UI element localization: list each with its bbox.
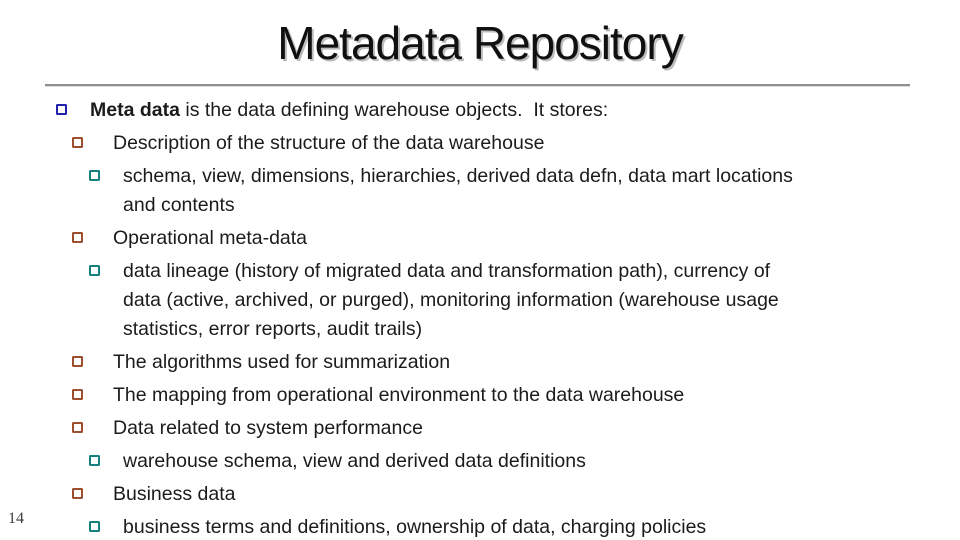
bullet-item: data lineage (history of migrated data a…: [0, 257, 960, 344]
bullet-text: Business data: [113, 483, 236, 505]
bullet-text-wrap: warehouse schema, view and derived data …: [123, 447, 586, 476]
bullet-text: Data related to system performance: [113, 417, 423, 439]
square-bullet-icon: [89, 521, 100, 532]
bullet-text-wrap: schema, view, dimensions, hierarchies, d…: [123, 162, 793, 220]
bullet-text-wrap: Operational meta-data: [113, 224, 307, 253]
bullet-text: business terms and definitions, ownershi…: [123, 516, 707, 538]
square-bullet-icon: [89, 170, 100, 181]
square-bullet-icon: [89, 455, 100, 466]
bullet-item: Business data: [0, 480, 960, 509]
square-bullet-icon: [72, 488, 83, 499]
bullet-text: data lineage (history of migrated data a…: [123, 260, 779, 340]
bullet-text: The algorithms used for summarization: [113, 351, 451, 373]
bullet-text: warehouse schema, view and derived data …: [123, 450, 586, 472]
bullet-text-wrap: The mapping from operational environment…: [113, 381, 684, 410]
slide-title: Metadata Repository: [277, 17, 683, 69]
bullet-item: Operational meta-data: [0, 224, 960, 253]
bullet-item: warehouse schema, view and derived data …: [0, 447, 960, 476]
square-bullet-icon: [72, 232, 83, 243]
bullet-text-wrap: Meta data is the data defining warehouse…: [90, 96, 608, 125]
bullet-item: The algorithms used for summarization: [0, 348, 960, 377]
bullet-text-wrap: Business data: [113, 480, 236, 509]
bullet-list: Meta data is the data defining warehouse…: [0, 96, 960, 540]
bullet-text: Description of the structure of the data…: [113, 132, 545, 154]
title-divider-line: [45, 84, 910, 87]
bullet-text-wrap: Data related to system performance: [113, 414, 423, 443]
bullet-text-wrap: Description of the structure of the data…: [113, 129, 544, 158]
bullet-item: Meta data is the data defining warehouse…: [0, 96, 960, 125]
bullet-text-wrap: business terms and definitions, ownershi…: [123, 513, 706, 540]
square-bullet-icon: [72, 356, 83, 367]
bullet-text: is the data defining warehouse objects. …: [179, 99, 609, 121]
bullet-item: schema, view, dimensions, hierarchies, d…: [0, 162, 960, 220]
square-bullet-icon: [72, 422, 83, 433]
bullet-text: The mapping from operational environment…: [113, 384, 685, 406]
bullet-text: Operational meta-data: [113, 227, 308, 249]
bullet-text-bold: Meta data: [90, 99, 180, 121]
bullet-item: Description of the structure of the data…: [0, 129, 960, 158]
square-bullet-icon: [72, 389, 83, 400]
bullet-text-wrap: data lineage (history of migrated data a…: [123, 257, 779, 344]
bullet-item: Data related to system performance: [0, 414, 960, 443]
bullet-item: The mapping from operational environment…: [0, 381, 960, 410]
square-bullet-icon: [89, 265, 100, 276]
page-number: 14: [8, 510, 24, 527]
square-bullet-icon: [72, 137, 83, 148]
bullet-text-wrap: The algorithms used for summarization: [113, 348, 450, 377]
square-bullet-icon: [56, 104, 67, 115]
bullet-item: business terms and definitions, ownershi…: [0, 513, 960, 540]
bullet-text: schema, view, dimensions, hierarchies, d…: [123, 165, 793, 216]
